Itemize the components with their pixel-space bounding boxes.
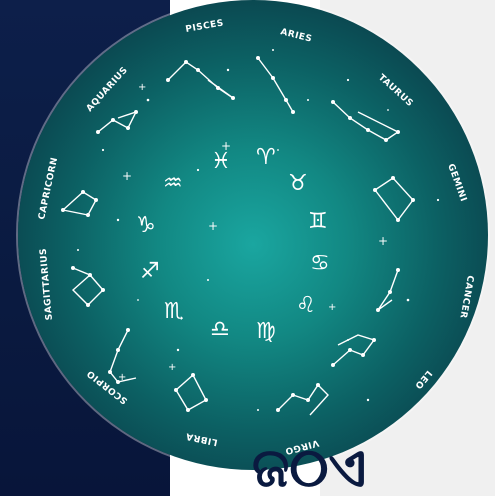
- svg-text:+: +: [168, 362, 176, 373]
- constellation-gemini: [373, 176, 415, 222]
- constellation-leo: [331, 335, 376, 367]
- constellation-aquarius: [96, 110, 138, 134]
- sign-label-ring: PISCES ARIES TAURUS GEMINI CANCER LEO VI…: [37, 18, 475, 455]
- glyph-cancer: ♋: [310, 251, 330, 276]
- svg-text:+: +: [208, 219, 218, 233]
- bottom-heading-text: ଜ୦ଏ: [252, 438, 492, 498]
- constellation-libra: [174, 373, 208, 412]
- label-aquarius: AQUARIUS: [85, 65, 130, 114]
- glyph-libra: ♎: [210, 317, 230, 342]
- label-gemini: GEMINI: [445, 163, 468, 204]
- zodiac-wheel-graphic: + + + + + + + +: [18, 0, 488, 470]
- label-pisces: PISCES: [185, 18, 225, 35]
- label-aries: ARIES: [279, 27, 313, 45]
- glyph-taurus: ♉: [288, 171, 308, 196]
- glyph-scorpio: ♏: [164, 299, 184, 324]
- zodiac-wheel: + + + + + + + +: [18, 0, 488, 470]
- glyph-aquarius: ♒: [163, 171, 183, 196]
- label-taurus: TAURUS: [376, 73, 415, 109]
- label-leo: LEO: [412, 368, 433, 391]
- label-libra: LIBRA: [185, 430, 219, 447]
- glyph-virgo: ♍: [256, 319, 276, 344]
- glyph-aries: ♈: [256, 145, 276, 170]
- glyph-gemini: ♊: [308, 209, 328, 234]
- glyph-leo: ♌: [296, 293, 316, 318]
- constellation-pisces: [166, 60, 235, 100]
- glyph-capricorn: ♑: [136, 213, 156, 238]
- constellation-cancer: [376, 268, 400, 312]
- constellation-sagittarius: [71, 266, 105, 307]
- svg-text:+: +: [328, 302, 336, 313]
- star-field: + + + + + + + +: [77, 49, 439, 411]
- glyph-ring: ♓ ♈ ♉ ♊ ♋ ♌ ♍ ♎ ♏ ♐ ♑ ♒: [136, 145, 330, 344]
- constellation-aries: [256, 56, 295, 114]
- svg-text:+: +: [138, 82, 146, 93]
- svg-text:+: +: [122, 169, 132, 183]
- constellation-virgo: [276, 383, 328, 415]
- constellation-capricorn: [61, 190, 98, 217]
- glyph-sagittarius: ♐: [140, 259, 160, 284]
- label-sagittarius: SAGITTARIUS: [39, 247, 55, 320]
- svg-text:+: +: [378, 234, 388, 248]
- label-cancer: CANCER: [457, 274, 474, 319]
- label-capricorn: CAPRICORN: [37, 156, 60, 220]
- constellation-taurus: [331, 100, 400, 142]
- glyph-pisces: ♓: [211, 149, 231, 174]
